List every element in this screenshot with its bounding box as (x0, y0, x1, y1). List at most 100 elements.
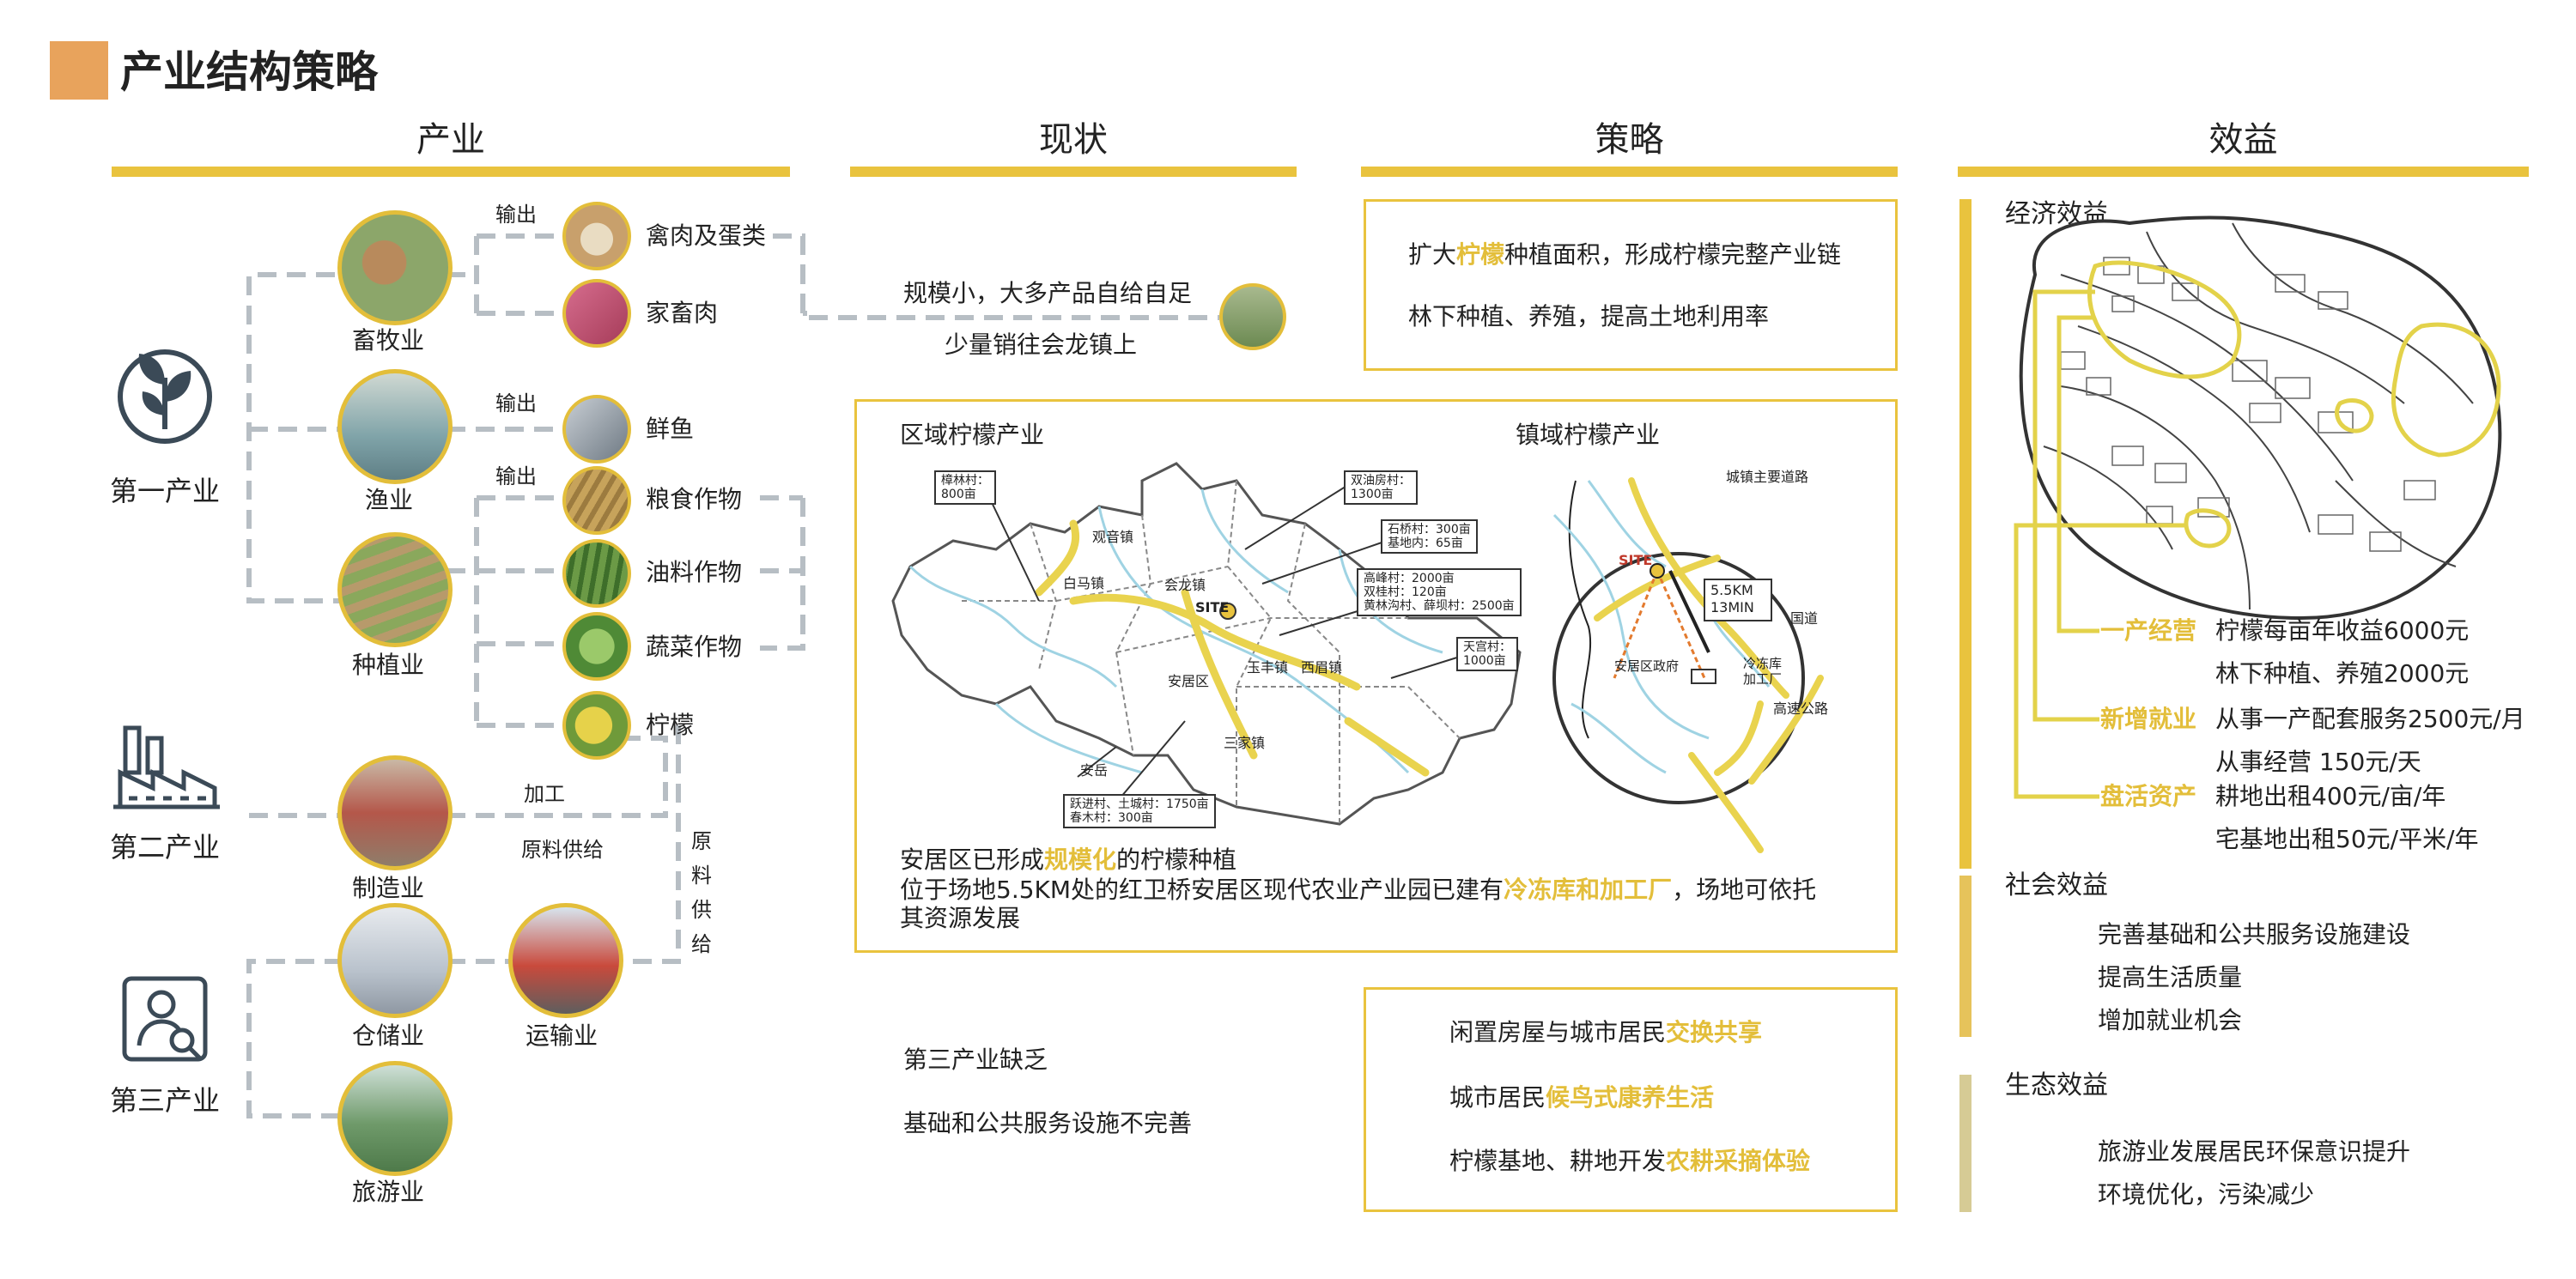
place-anyue: 安岳 (1080, 762, 1109, 779)
column-bar-strategy (1361, 167, 1898, 177)
export-label-fishery: 输出 (495, 391, 537, 415)
economic-assets-line-2: 宅基地出租50元/平米/年 (2215, 825, 2479, 853)
column-title-benefit: 效益 (2208, 120, 2278, 160)
poultry-egg-label: 禽肉及蛋类 (646, 221, 767, 250)
grain-crops-image (562, 466, 631, 535)
livestock-meat-image (562, 279, 631, 348)
strategy-highlight-lemon: 柠檬 (1456, 240, 1505, 269)
processing-label: 加工 (524, 782, 565, 806)
transport-label: 运输业 (526, 1021, 598, 1050)
place-ximei: 西眉镇 (1301, 659, 1343, 676)
ecological-benefit-2: 环境优化，污染减少 (2098, 1180, 2315, 1209)
social-benefit-2: 提高生活质量 (2098, 963, 2243, 991)
status-line-1: 规模小，大多产品自给自足 (903, 279, 1193, 307)
callout-zhanglin: 樟林村：800亩 (934, 470, 996, 505)
manufacturing-label: 制造业 (352, 874, 425, 902)
economic-benefit-bar (1959, 199, 1971, 869)
lemon-image (562, 691, 631, 760)
fresh-fish-label: 鲜鱼 (646, 415, 695, 443)
highway-label: 高速公路 (1773, 700, 1829, 717)
economic-employment-line-1: 从事一产配套服务2500元/月 (2215, 705, 2525, 733)
district-government-label: 安居区政府 (1614, 658, 1680, 674)
national-road-label: 国道 (1790, 610, 1819, 627)
livestock-meat-label: 家畜肉 (646, 299, 719, 327)
callout-gaofeng: 高峰村：2000亩双桂村：120亩黄林沟村、薛坝村：2500亩 (1357, 568, 1522, 616)
lemon-desc-line-1: 安居区已形成规模化的柠檬种植 (900, 846, 1237, 874)
oil-crops-image (562, 539, 631, 608)
status-tertiary-line-1: 第三产业缺乏 (903, 1046, 1048, 1074)
ecological-benefit-1: 旅游业发展居民环保意识提升 (2098, 1137, 2411, 1166)
oil-crops-label: 油料作物 (646, 558, 743, 586)
town-lemon-title: 镇域柠檬产业 (1516, 421, 1661, 449)
callout-tiangong: 天宫村：1000亩 (1456, 637, 1518, 671)
economic-primary-line-2: 林下种植、养殖2000元 (2215, 659, 2470, 688)
place-baima: 白马镇 (1063, 575, 1105, 591)
regional-lemon-title: 区域柠檬产业 (900, 421, 1045, 449)
livestock-image (337, 210, 453, 325)
processing-plant-label: 加工厂 (1743, 671, 1783, 687)
town-main-road-label: 城镇主要道路 (1726, 469, 1809, 485)
supply-vertical-char-2: 料 (691, 864, 712, 888)
social-benefit-1: 完善基础和公共服务设施建设 (2098, 920, 2411, 949)
strategy-tertiary-3: 柠檬基地、耕地开发农耕采摘体验 (1449, 1147, 1811, 1175)
factory-icon (113, 725, 220, 809)
column-bar-industry (112, 167, 790, 177)
column-title-strategy: 策略 (1595, 120, 1664, 160)
leaf-icon (118, 349, 212, 444)
place-site: SITE (1195, 599, 1230, 615)
transport-image (508, 903, 623, 1018)
poultry-egg-image (562, 202, 631, 270)
manufacturing-image (337, 755, 453, 870)
status-farmer-image (1219, 283, 1286, 350)
strategy-text-1: 扩大柠檬种植面积，形成柠檬完整产业链 (1408, 240, 1842, 269)
tourism-label: 旅游业 (352, 1178, 425, 1206)
economic-employment-line-2: 从事经营 150元/天 (2215, 748, 2421, 776)
economic-primary-line-1: 柠檬每亩年收益6000元 (2215, 616, 2470, 645)
callout-shiqiao: 石桥村：300亩基地内：65亩 (1381, 519, 1478, 554)
status-line-2: 少量销往会龙镇上 (945, 330, 1138, 359)
place-sanjia: 三家镇 (1224, 735, 1266, 751)
fresh-fish-image (562, 395, 631, 464)
sector-secondary-label: 第二产业 (110, 831, 221, 864)
title-accent-square (50, 41, 108, 100)
service-person-icon (122, 976, 208, 1062)
lemon-desc-line-2: 位于场地5.5KM处的红卫桥安居区现代农业产业园已建有冷冻库和加工厂，场地可依托 (900, 876, 1817, 904)
place-anju: 安居区 (1168, 673, 1210, 689)
place-huilong: 会龙镇 (1164, 577, 1206, 593)
page-title: 产业结构策略 (120, 46, 378, 97)
export-label-planting: 输出 (495, 464, 537, 488)
raw-supply-label: 原料供给 (521, 838, 604, 862)
column-title-status: 现状 (1039, 120, 1108, 160)
strategy-box-tertiary (1364, 987, 1898, 1212)
distance-label: 5.5KM (1710, 582, 1753, 598)
grain-crops-label: 粮食作物 (646, 485, 743, 513)
planting-image (337, 532, 453, 647)
supply-vertical-char-1: 原 (691, 829, 712, 853)
fishery-label: 渔业 (365, 486, 414, 514)
social-benefit-3: 增加就业机会 (2098, 1006, 2243, 1034)
social-benefit-bar (1959, 876, 1971, 1037)
column-title-industry: 产业 (416, 120, 485, 160)
column-bar-benefit (1958, 167, 2529, 177)
storage-image (337, 903, 453, 1018)
ecological-benefit-bar (1959, 1075, 1971, 1212)
strategy-tertiary-2: 城市居民候鸟式康养生活 (1449, 1083, 1715, 1112)
supply-vertical-char-3: 供 (691, 898, 712, 922)
ecological-benefit-title: 生态效益 (2005, 1070, 2108, 1100)
vegetable-crops-image (562, 612, 631, 681)
strategy-tertiary-1: 闲置房屋与城市居民交换共享 (1449, 1018, 1763, 1046)
lemon-desc-line-3: 其资源发展 (900, 904, 1021, 932)
cold-storage-label: 冷冻库 (1743, 656, 1783, 671)
sector-tertiary-label: 第三产业 (110, 1084, 221, 1117)
callout-yuejin: 跃进村、土城村：1750亩春木村：300亩 (1063, 794, 1216, 828)
lemon-label: 柠檬 (646, 711, 695, 739)
strategy-text-2: 林下种植、养殖，提高土地利用率 (1408, 302, 1770, 330)
livestock-label: 畜牧业 (352, 326, 425, 355)
strategy-box-primary (1364, 199, 1898, 371)
tourism-image (337, 1061, 453, 1176)
